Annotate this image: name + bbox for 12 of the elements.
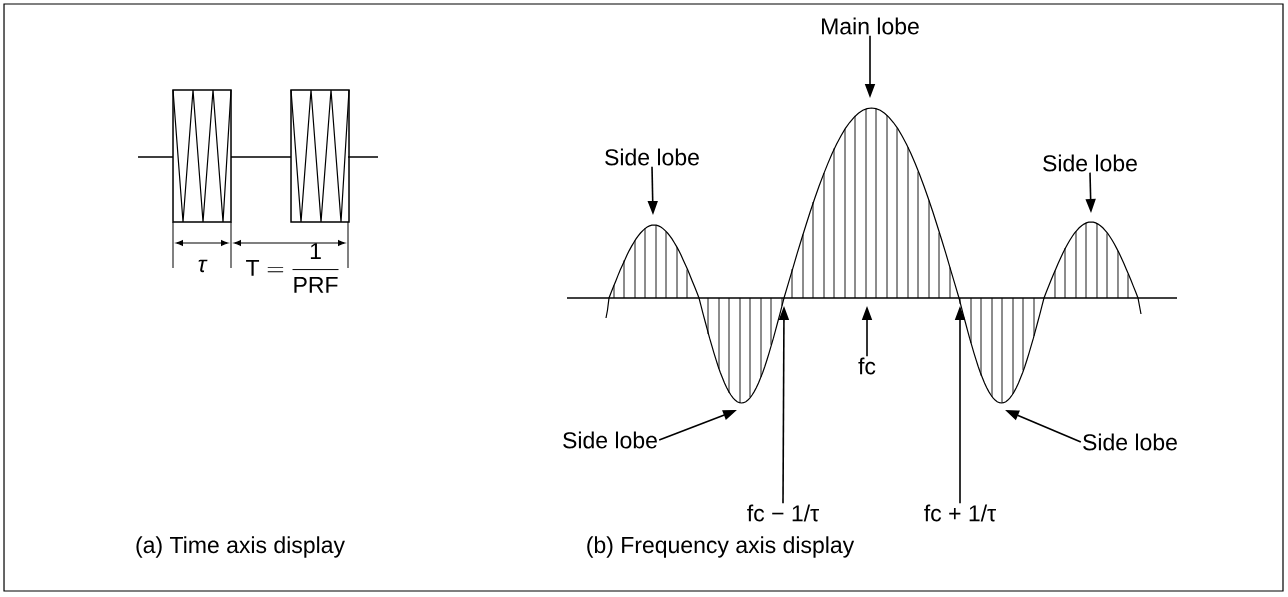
- text-label: Side lobe: [1083, 433, 1177, 451]
- text-label: Side lobe: [563, 431, 657, 449]
- caption: (b) Frequency axis display: [587, 536, 855, 558]
- text-label: fc − 1/τ: [747, 504, 819, 522]
- caption: (a) Time axis display: [136, 536, 345, 558]
- text-label: Main lobe: [822, 17, 919, 35]
- dimension-label: $\mathsf{T}=\frac{\mathsf{1}}{\mathsf{PRF}}$: [246, 243, 339, 293]
- text-label: fc: [858, 357, 876, 375]
- text-label: fc + 1/τ: [924, 504, 996, 522]
- text-label: Side lobe: [1043, 154, 1137, 172]
- text-label: Side lobe: [605, 148, 699, 166]
- dimension-label: τ: [198, 259, 208, 273]
